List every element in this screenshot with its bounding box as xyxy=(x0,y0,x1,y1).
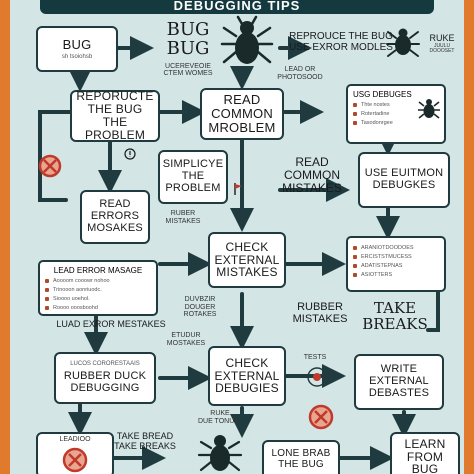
node-rubber-duck: LUCOS CORORESTAAIS RUBBER DUCK DEBUGGING xyxy=(54,352,156,404)
node-check-debugies: CHECK EXTERNAL DEBUGIES xyxy=(208,346,286,406)
bug-icon-list xyxy=(418,99,440,119)
list-item: Trinooon aonriuodc. xyxy=(45,287,151,293)
arrow xyxy=(426,288,440,332)
target-icon xyxy=(307,367,327,387)
forbidden-icon-leader xyxy=(62,447,88,473)
node-simplify: SIMPLICYE THE PROBLEM xyxy=(158,150,228,204)
bullet-icon xyxy=(45,297,49,301)
node-rubber-mistakes: RUBBER MISTAKES xyxy=(292,301,348,325)
node-write-external: WRITE EXTERNAL DEBASTES xyxy=(354,354,444,410)
arrow xyxy=(38,110,72,202)
list-right-checks: ARANIOTDOODOES ERCISTSTMUCESS ADATISTEPN… xyxy=(346,236,446,292)
bug-icon-small xyxy=(386,28,420,57)
node-bug-bug: BUG BUG UCEREVEOIE CTEM WOMES xyxy=(163,19,213,78)
bullet-icon xyxy=(353,273,357,277)
bullet-icon xyxy=(353,121,357,125)
node-lone-bug: LONE BRAB THE BUG xyxy=(262,440,340,474)
list-item: Aoooom cooowr nohoo xyxy=(45,278,151,284)
bug-icon xyxy=(220,15,274,64)
forbidden-icon-bottom xyxy=(308,404,334,430)
node-tests: TESTS xyxy=(303,354,327,361)
bullet-icon xyxy=(353,246,357,250)
node-bug: BUG sh tsoiohsb xyxy=(36,26,118,72)
node-reproduce: REPORUCTE THE BUG THE PROBLEM xyxy=(70,90,160,142)
node-use-common: USE EUITMON DEBUGKES xyxy=(358,152,450,208)
list-use-debugges: USG DEBUGES Thte nostes Rotertadine Taso… xyxy=(346,84,446,144)
list-item: Rotertadine xyxy=(353,111,439,117)
node-check-external: CHECK EXTERNAL MISTAKES xyxy=(208,232,286,288)
forbidden-icon xyxy=(38,154,62,178)
list-item: Tasodonrgee xyxy=(353,120,439,126)
bullet-icon xyxy=(45,279,49,283)
node-take-breaks-bottom: TAKE BREAD TAKE BREAKS xyxy=(114,431,176,451)
node-etudur: ETUDUR MOSTAKES xyxy=(166,332,206,347)
node-leader: LEADIOO xyxy=(36,432,114,474)
list-item: Roooo ooosboohd xyxy=(45,305,151,311)
node-ruke-bottom: RUKE DUE TONULL xyxy=(197,410,243,425)
list-item: ARANIOTDOODOES xyxy=(353,245,439,251)
list-item: Sioooo uoehol. xyxy=(45,296,151,302)
node-lead-photos: LEAD OR PHOTOSOOD xyxy=(277,66,323,81)
poster-background: DEBUGGING TIPS xyxy=(10,0,464,474)
node-ruke: RUKE JUULU DOOOSET xyxy=(429,33,455,55)
node-lead-exror: LUAD EXROR MESTAKES xyxy=(56,319,166,329)
bullet-icon xyxy=(353,255,357,259)
warning-icon xyxy=(124,148,136,160)
list-item: Thte nostes xyxy=(353,102,439,108)
list-item: ASIOTTERS xyxy=(353,272,439,278)
flag-icon xyxy=(234,183,242,195)
node-reproduce-use: REPROUCE THE BUG USE EXROR MODLES xyxy=(289,31,393,53)
bullet-icon xyxy=(353,112,357,116)
node-take-breaks: TAKE BREAKS xyxy=(362,299,428,334)
node-rubber-small: RUBER MISTAKES xyxy=(165,210,201,225)
bug-icon-bottom xyxy=(197,435,243,472)
bullet-icon xyxy=(45,306,49,310)
list-lead-error: LEAD ERROR MASAGE Aoooom cooowr nohoo Tr… xyxy=(38,260,158,316)
list-item: ADATISTEPNAS xyxy=(353,263,439,269)
title-bar: DEBUGGING TIPS xyxy=(40,0,434,14)
node-learn-bug: LEARN FROM BUG xyxy=(390,432,460,474)
connector-arrows xyxy=(38,36,440,470)
bullet-icon xyxy=(353,103,357,107)
bullet-icon xyxy=(353,264,357,268)
bullet-icon xyxy=(45,288,49,292)
node-read-mistakes: READ COMMON MISTAKES xyxy=(282,155,342,195)
node-dunbir: DUVBZIR DOUGER ROTAKES xyxy=(183,296,217,319)
list-item: ERCISTSTMUCESS xyxy=(353,254,439,260)
poster-title: DEBUGGING TIPS xyxy=(173,0,301,13)
node-read-common: READ COMMON MROBLEM xyxy=(200,88,284,140)
node-read-errors: READ ERRORS MOSAKES xyxy=(80,190,150,244)
